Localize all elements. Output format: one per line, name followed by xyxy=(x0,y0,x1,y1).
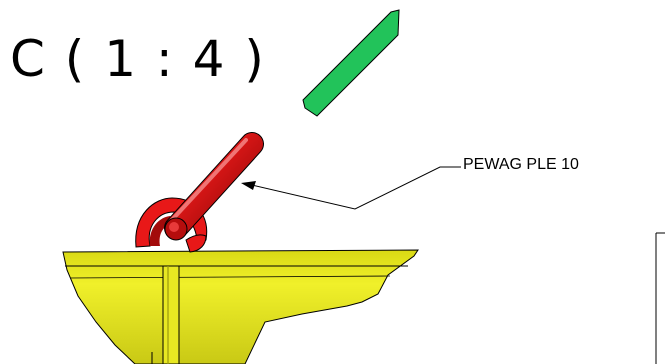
green-sling-part xyxy=(302,9,400,117)
pewag-ple-10-rod xyxy=(164,132,264,241)
title-block-frame xyxy=(655,232,665,364)
callout-label: PEWAG PLE 10 xyxy=(463,156,579,173)
detail-view-title: C ( 1 : 4 ) xyxy=(10,30,266,88)
lifting-ring-front xyxy=(185,234,207,253)
yellow-beam xyxy=(62,249,419,364)
callout-leader xyxy=(241,166,461,210)
